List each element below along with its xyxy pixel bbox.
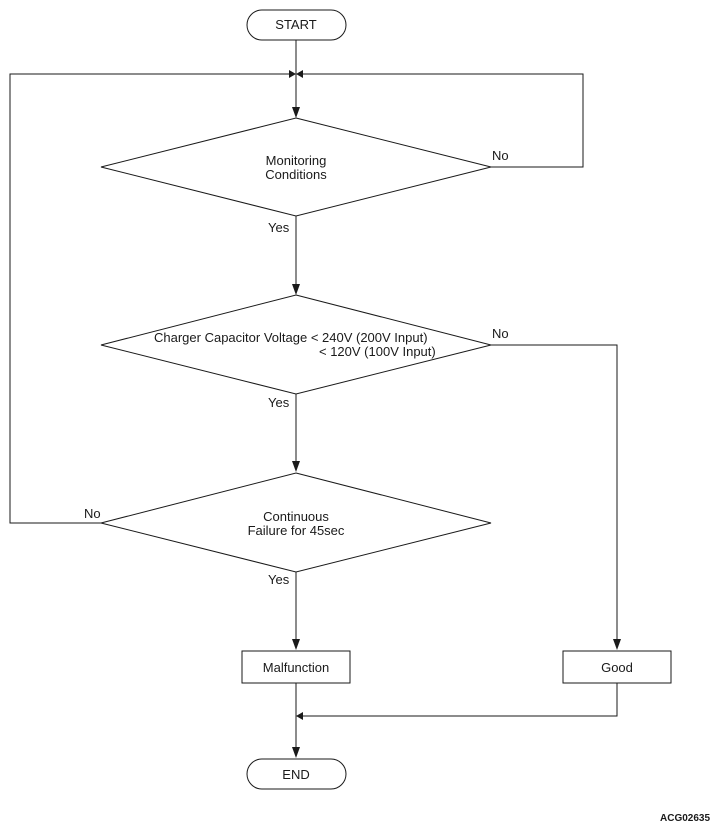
monitoring-no-label: No <box>492 148 509 163</box>
connector-monitoring-no-loop <box>303 73 584 168</box>
voltage-no-label: No <box>492 326 509 341</box>
end-label: END <box>282 767 310 782</box>
continuous-line2: Failure for 45sec <box>247 523 345 538</box>
arrowheads <box>289 70 621 758</box>
voltage-line2: < 120V (100V Input) <box>319 344 436 359</box>
decision-monitoring-conditions <box>100 117 492 217</box>
continuous-yes-label: Yes <box>268 572 290 587</box>
end-terminator <box>246 758 347 790</box>
connector-voltage-no <box>491 344 618 644</box>
continuous-no-label: No <box>84 506 101 521</box>
process-good-box <box>562 650 672 684</box>
monitoring-line2: Conditions <box>265 167 327 182</box>
arrowhead-end <box>292 747 300 758</box>
monitoring-line1: Monitoring <box>265 153 327 168</box>
good-label: Good <box>601 660 633 675</box>
arrowhead-good-merge <box>296 712 303 720</box>
voltage-yes-label: Yes <box>268 395 290 410</box>
arrowhead-voltage <box>292 284 300 295</box>
arrowhead-monitoring <box>292 107 300 118</box>
start-terminator <box>246 9 347 41</box>
continuous-line1: Continuous <box>263 509 329 524</box>
figure-code: ACG02635 <box>660 813 711 824</box>
connector-continuous-no-loop <box>9 73 289 524</box>
arrowhead-malfunction <box>292 639 300 650</box>
malfunction-label: Malfunction <box>262 660 330 675</box>
arrowhead-continuous <box>292 461 300 472</box>
monitoring-yes-label: Yes <box>268 220 290 235</box>
arrowhead-left-loop <box>289 70 296 78</box>
start-label: START <box>275 17 317 32</box>
voltage-line1: Charger Capacitor Voltage < 240V (200V I… <box>154 330 428 345</box>
decision-continuous-failure <box>100 472 492 573</box>
connector-lines <box>9 40 618 752</box>
process-malfunction-box <box>241 650 351 684</box>
decision-charger-voltage <box>100 294 492 395</box>
arrowhead-good <box>613 639 621 650</box>
arrowhead-right-loop <box>296 70 303 78</box>
connector-good-merge <box>303 683 618 717</box>
